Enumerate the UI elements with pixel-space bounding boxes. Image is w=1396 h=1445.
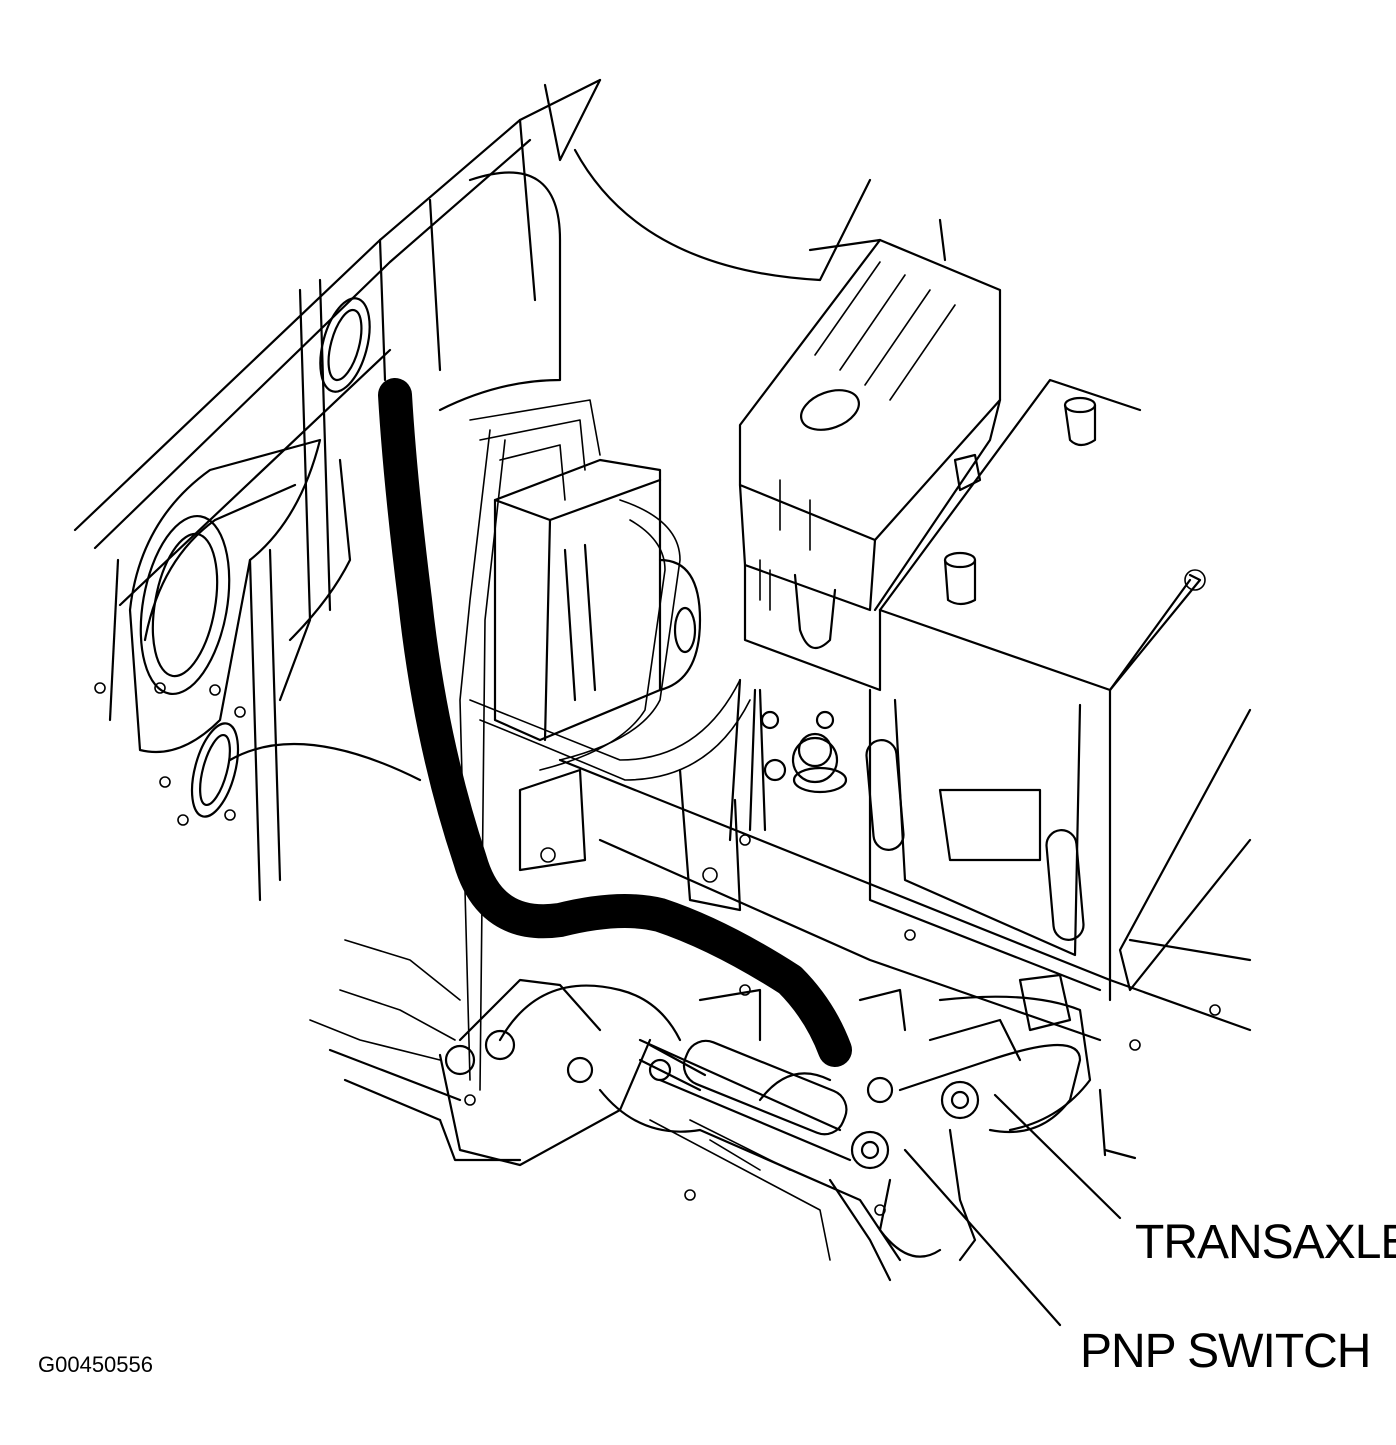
- frame-rail: [558, 678, 1252, 1042]
- label-pnp-switch: PNP SWITCH: [1080, 1325, 1370, 1378]
- figure-id: G00450556: [38, 1352, 153, 1377]
- leader-lines: [903, 1093, 1122, 1327]
- battery-tray: [865, 378, 1252, 1160]
- coolant-hose: [378, 378, 852, 1067]
- transaxle-assembly: [328, 973, 1092, 1282]
- underhood-fuse-block: [738, 218, 1002, 692]
- firewall-panel: [73, 78, 872, 902]
- label-transaxle: TRANSAXLE: [1135, 1216, 1396, 1269]
- abs-module: [309, 399, 751, 1091]
